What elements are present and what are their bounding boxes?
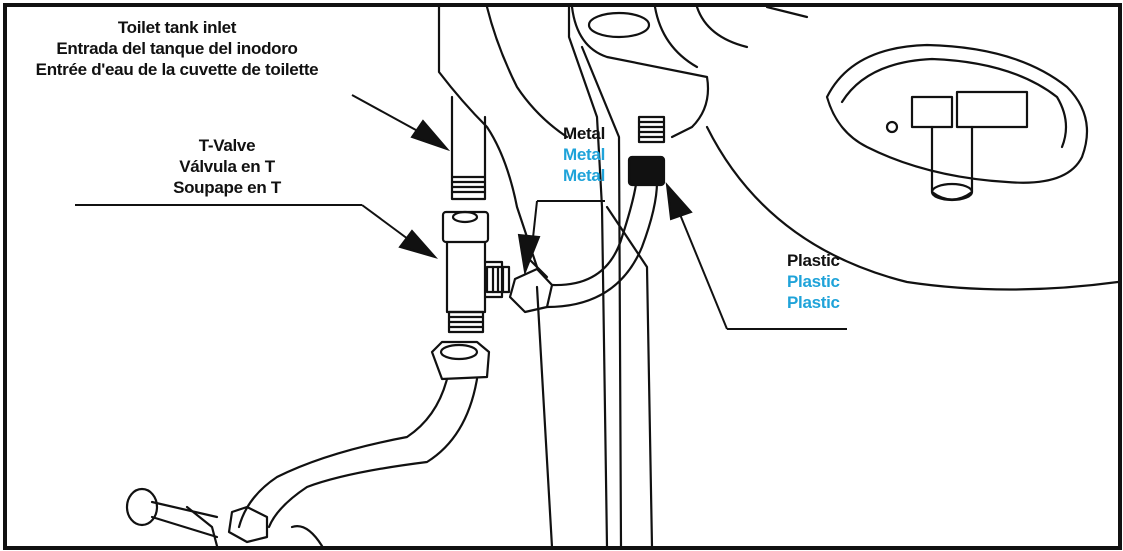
tank-inlet-english: Toilet tank inlet [117,18,237,37]
callout-arrows [75,94,847,330]
plastic-french: Plastic [787,293,840,312]
metal-spanish: Metal [563,145,605,164]
t-valve-arrow [398,229,439,259]
bidet-housing [570,7,809,144]
metal-label: Metal Metal Metal [540,123,605,186]
plastic-label: Plastic Plastic Plastic [787,250,840,313]
plastic-arrow [665,181,693,221]
plastic-spanish: Plastic [787,272,840,291]
tank-inlet-pipe [450,95,487,201]
bidet-side-panel [525,7,654,546]
installation-illustration [75,7,1118,546]
toilet-bowl [705,43,1118,291]
supply-hose [125,340,491,546]
tank-inlet-arrow [410,119,451,152]
bidet-hose [508,155,666,314]
toilet-tank [437,7,569,269]
metal-french: Metal [563,166,605,185]
tank-inlet-spanish: Entrada del tanque del inodoro [56,39,298,58]
tank-inlet-french: Entrée d'eau de la cuvette de toilette [35,60,319,79]
toilet-tank-inlet-label: Toilet tank inlet Entrada del tanque del… [7,17,347,80]
t-valve [441,210,511,334]
t-valve-spanish: Válvula en T [179,157,275,176]
plastic-english: Plastic [787,251,840,270]
t-valve-label: T-Valve Válvula en T Soupape en T [147,135,307,198]
metal-english: Metal [563,124,605,143]
metal-arrow [517,233,541,276]
t-valve-french: Soupape en T [173,178,281,197]
diagram-frame: Toilet tank inlet Entrada del tanque del… [3,3,1122,550]
t-valve-english: T-Valve [198,136,256,155]
